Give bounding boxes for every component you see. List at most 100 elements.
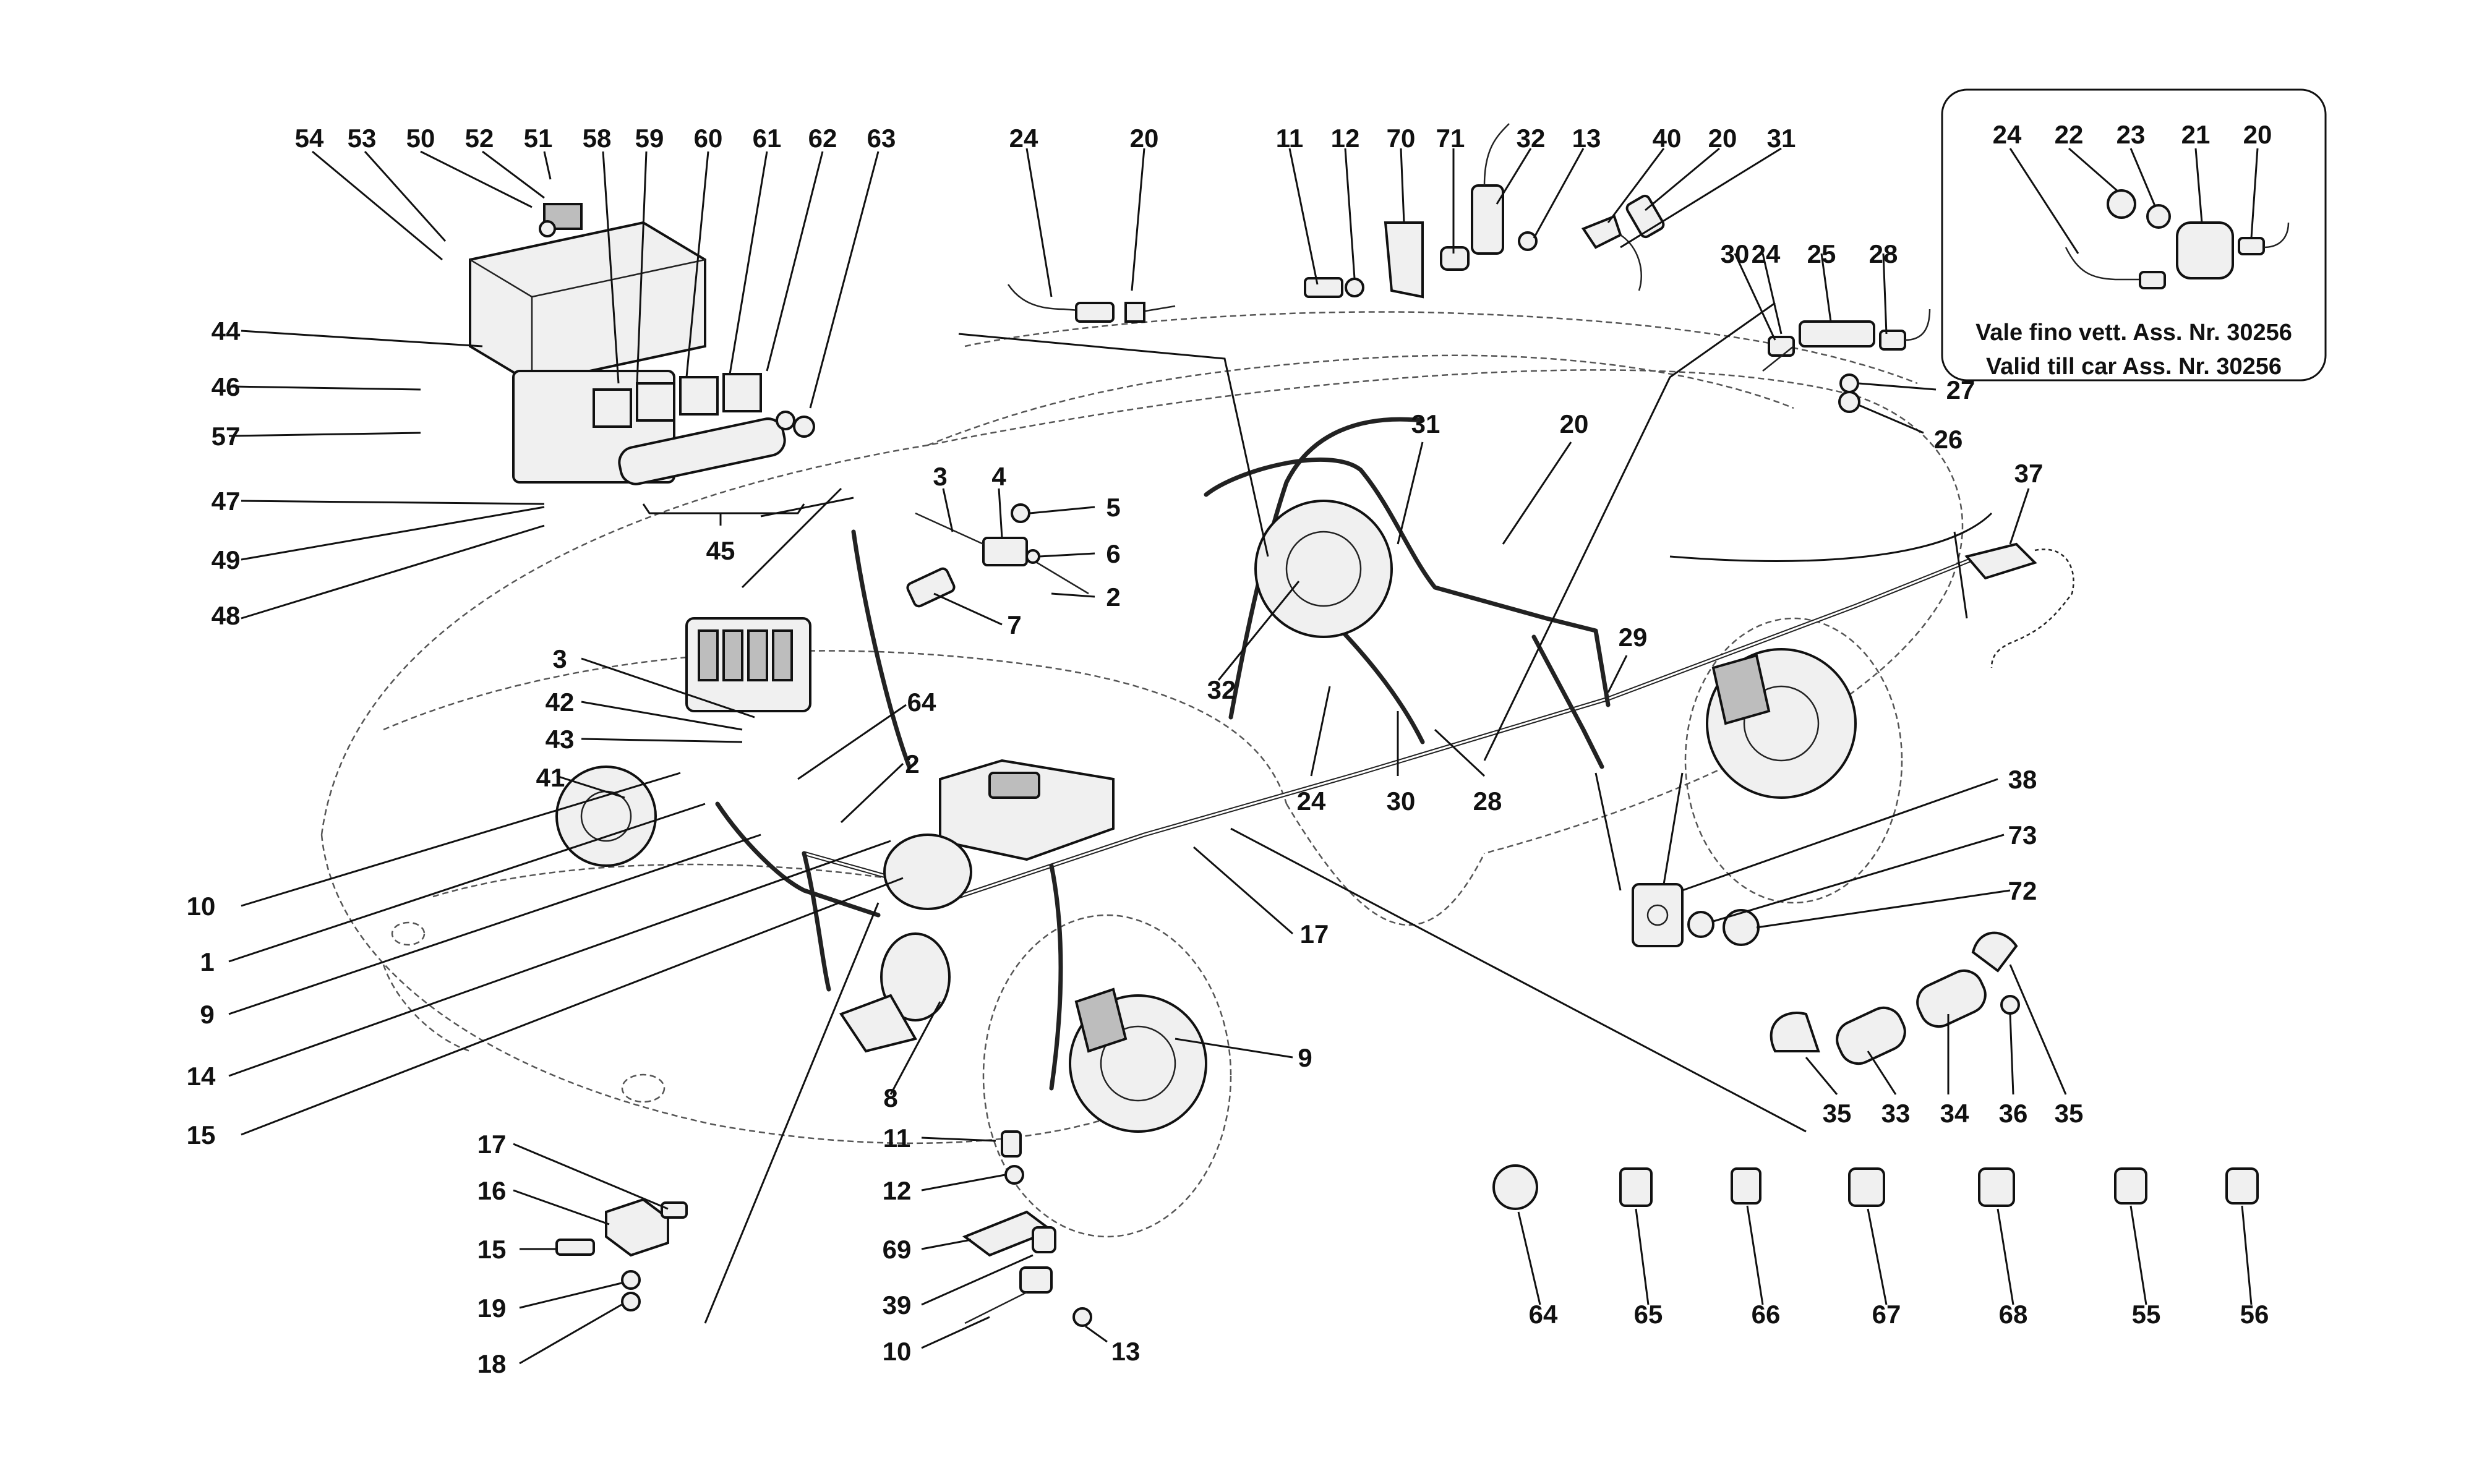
callout-33: 33 — [1881, 1099, 1911, 1128]
callout-3-lower: 3 — [552, 644, 567, 673]
front-right-brake — [1069, 987, 1207, 1133]
inset-panel: Vale fino vett. Ass. Nr. 30256 Valid til… — [1941, 88, 2327, 382]
callout-45: 45 — [706, 536, 735, 565]
booster — [1254, 500, 1393, 638]
car-body-outline — [320, 311, 1964, 1238]
callout-27: 27 — [1946, 375, 1975, 404]
callout-41: 41 — [536, 763, 565, 792]
callout-38: 38 — [2008, 765, 2037, 794]
callout-44: 44 — [212, 317, 241, 346]
callout-29: 29 — [1619, 623, 1648, 652]
callout-36: 36 — [1999, 1099, 2028, 1128]
callout-inset-23: 23 — [2117, 120, 2146, 149]
callout-51: 51 — [524, 124, 553, 153]
inset-validity-english: Valid till car Ass. Nr. 30256 — [1986, 354, 2282, 380]
callout-65: 65 — [1634, 1300, 1663, 1329]
callout-16: 16 — [477, 1176, 507, 1205]
callout-17-mid: 17 — [1300, 919, 1329, 949]
callout-14: 14 — [187, 1062, 216, 1091]
callout-39: 39 — [883, 1290, 912, 1320]
callout-67: 67 — [1872, 1300, 1901, 1329]
callout-49: 49 — [212, 545, 241, 574]
callout-inset-21: 21 — [2181, 120, 2211, 149]
callout-54: 54 — [295, 124, 324, 153]
callout-57: 57 — [212, 422, 241, 451]
callout-37: 37 — [2014, 459, 2044, 488]
callout-labels: 54 53 50 52 51 58 59 60 61 62 63 44 46 5… — [187, 120, 2272, 1378]
callout-73: 73 — [2008, 821, 2037, 850]
block-16 — [555, 1198, 688, 1311]
callout-30-top: 30 — [1721, 239, 1750, 268]
callout-2-upper: 2 — [1106, 582, 1120, 612]
callout-40: 40 — [1653, 124, 1682, 153]
callout-62: 62 — [808, 124, 837, 153]
callout-20-top: 20 — [1130, 124, 1159, 153]
callout-61: 61 — [753, 124, 782, 153]
callout-inset-20: 20 — [2243, 120, 2272, 149]
callout-52: 52 — [465, 124, 494, 153]
callout-10-lower: 10 — [883, 1337, 912, 1366]
callout-12-lower: 12 — [883, 1176, 912, 1205]
callout-46: 46 — [212, 372, 241, 401]
callout-35-left: 35 — [1823, 1099, 1852, 1128]
callout-20-center: 20 — [1708, 124, 1737, 153]
callout-inset-22: 22 — [2055, 120, 2084, 149]
callout-72: 72 — [2008, 876, 2037, 905]
tee-fitting-4 — [906, 503, 1089, 608]
callout-4: 4 — [991, 462, 1006, 491]
block-38 — [1632, 883, 1760, 947]
callout-24-right: 24 — [1752, 239, 1781, 268]
callout-59: 59 — [635, 124, 664, 153]
callout-28-top: 28 — [1869, 239, 1898, 268]
callout-66: 66 — [1752, 1300, 1781, 1329]
bracket-69-group — [962, 1130, 1092, 1327]
callout-7: 7 — [1007, 610, 1021, 639]
callout-15-left: 15 — [187, 1120, 216, 1149]
callout-25: 25 — [1807, 239, 1836, 268]
parts — [469, 123, 2259, 1327]
sensor-37 — [1964, 542, 2074, 668]
callout-8: 8 — [883, 1083, 897, 1112]
callout-58: 58 — [583, 124, 612, 153]
callout-64-clip: 64 — [1529, 1300, 1558, 1329]
callout-32-mid: 32 — [1207, 675, 1236, 704]
control-unit-44 — [469, 203, 815, 485]
callout-20-mid: 20 — [1560, 409, 1589, 438]
callout-35-right: 35 — [2055, 1099, 2084, 1128]
callout-11-lower: 11 — [883, 1124, 910, 1153]
callout-24-top: 24 — [1009, 124, 1038, 153]
callout-70: 70 — [1387, 124, 1416, 153]
callout-28-mid: 28 — [1473, 787, 1502, 816]
callout-26: 26 — [1934, 425, 1963, 454]
callout-15-lower: 15 — [477, 1235, 507, 1264]
callout-34: 34 — [1940, 1099, 1969, 1128]
master-cylinder — [839, 759, 1115, 1053]
clips-row — [1492, 1164, 2259, 1210]
callout-3-upper: 3 — [933, 462, 947, 491]
callout-42: 42 — [546, 688, 575, 717]
callout-47: 47 — [212, 487, 241, 516]
callout-6: 6 — [1106, 539, 1120, 568]
callout-12-top: 12 — [1331, 124, 1360, 153]
callout-63: 63 — [867, 124, 896, 153]
callout-50: 50 — [406, 124, 435, 153]
callout-55: 55 — [2132, 1300, 2161, 1329]
callout-17-left: 17 — [477, 1130, 507, 1159]
inset-validity-italian: Vale fino vett. Ass. Nr. 30256 — [1975, 320, 2292, 346]
callout-31-top: 31 — [1767, 124, 1796, 153]
callout-24-mid: 24 — [1297, 787, 1326, 816]
front-left-brake — [555, 765, 657, 867]
callout-64-car: 64 — [907, 688, 936, 717]
callout-53: 53 — [348, 124, 377, 153]
sensor-clamp-group — [1770, 931, 2020, 1065]
callout-5: 5 — [1106, 493, 1120, 522]
callout-30-mid: 30 — [1387, 787, 1416, 816]
callout-1: 1 — [200, 947, 214, 976]
leader-lines — [228, 147, 2259, 1365]
callout-10-left: 10 — [187, 892, 216, 921]
fitting-24-20-top — [1007, 284, 1176, 323]
callout-2-lower: 2 — [905, 749, 919, 778]
callout-32-top: 32 — [1517, 124, 1546, 153]
callout-9-right: 9 — [1298, 1043, 1312, 1072]
